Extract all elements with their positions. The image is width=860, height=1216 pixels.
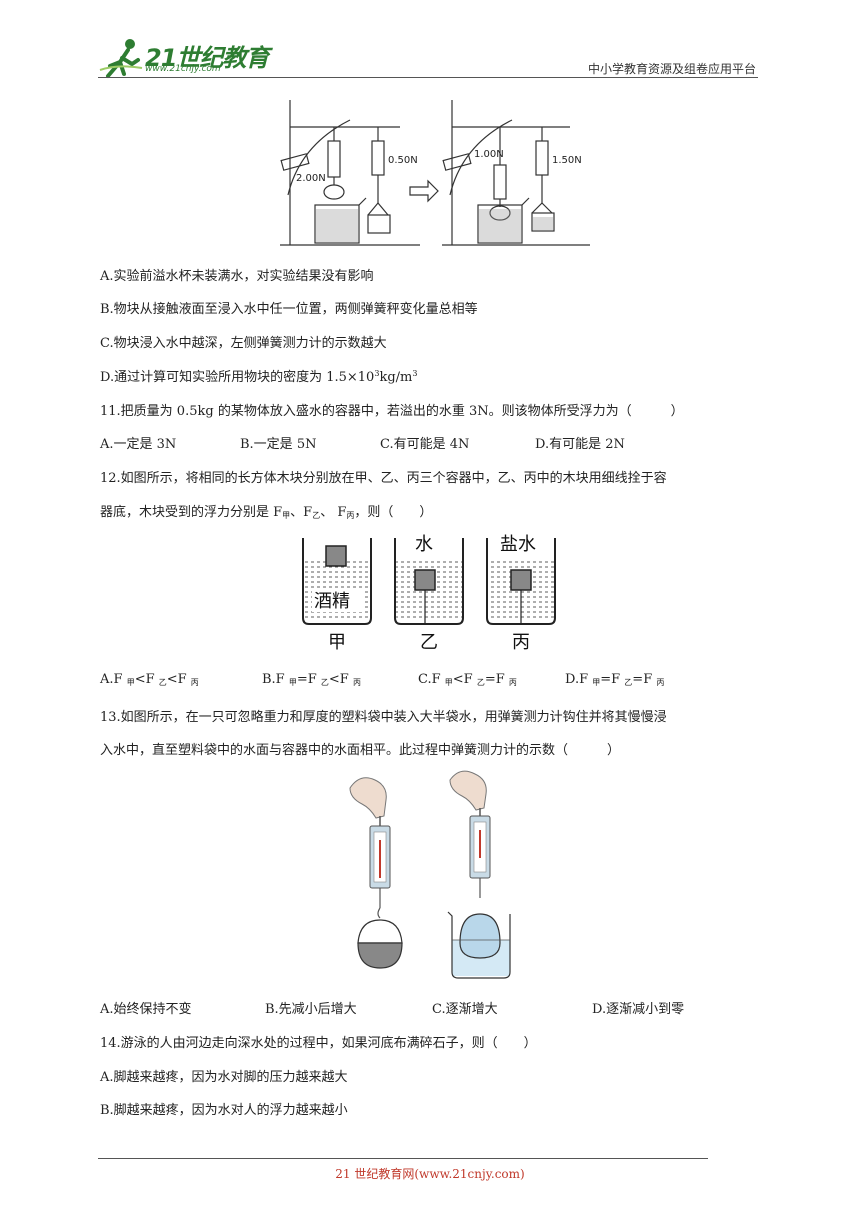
q10-option-b: B.物块从接触液面至浸入水中任一位置，两侧弹簧秤变化量总相等	[100, 302, 478, 317]
logo-url: www.21cnjy.com	[145, 64, 221, 74]
q10-spring-scale-figure: 2.00N 0.50N 1.00N 1.50N	[280, 100, 590, 246]
q11-option-d: D.有可能是 2N	[535, 437, 625, 452]
q14-option-b: B.脚越来越疼，因为水对人的浮力越来越小	[100, 1103, 348, 1118]
header-platform-name: 中小学教育资源及组卷应用平台	[587, 62, 756, 76]
q12-containers-figure: 酒精 甲 水 乙 盐水 丙	[302, 534, 556, 653]
runner-logo-icon	[99, 39, 143, 78]
q11-option-c: C.有可能是 4N	[380, 437, 470, 452]
q11-stem: 11.把质量为 0.5kg 的某物体放入盛水的容器中，若溢出的水重 3N。则该物…	[100, 404, 684, 419]
fig10-label-left-b: 0.50N	[388, 155, 418, 166]
q14-stem: 14.游泳的人由河边走向深水处的过程中，如果河底布满碎石子，则（ ）	[100, 1036, 537, 1051]
q14-option-a: A.脚越来越疼，因为水对脚的压力越来越大	[100, 1070, 348, 1085]
q10-option-c: C.物块浸入水中越深，左侧弹簧测力计的示数越大	[100, 336, 387, 351]
q12-stem-line1: 12.如图所示，将相同的长方体木块分别放在甲、乙、丙三个容器中，乙、丙中的木块用…	[100, 471, 667, 486]
q12-option-a: A.F 甲<F 乙<F 丙	[100, 672, 199, 687]
q12-sub-jia: 甲	[282, 511, 291, 520]
q10-d-exponent: 3	[374, 369, 380, 378]
fig12-label-bing: 丙	[512, 632, 530, 653]
logo-title: 21世纪教育	[145, 44, 269, 72]
footer-divider	[98, 1158, 708, 1159]
fig12-label-yanshui: 盐水	[500, 534, 536, 555]
q13-option-b: B.先减小后增大	[265, 1002, 357, 1017]
q13-option-a: A.始终保持不变	[100, 1002, 192, 1017]
fig12-label-jia: 甲	[328, 632, 346, 653]
fig12-label-shui: 水	[415, 534, 433, 555]
fig12-label-jiujing: 酒精	[314, 591, 350, 612]
fig10-label-right-b: 1.50N	[552, 155, 582, 166]
q12-sub-yi: 乙	[312, 511, 321, 520]
q10-option-a: A.实验前溢水杯未装满水，对实验结果没有影响	[100, 269, 374, 284]
q12-stem-end: ，则（ ）	[354, 505, 433, 520]
q12-sep2: 、 F	[320, 505, 347, 520]
q12-option-b: B.F 甲=F 乙<F 丙	[262, 672, 361, 687]
q13-stem-line1: 13.如图所示，在一只可忽略重力和厚度的塑料袋中装入大半袋水，用弹簧测力计钩住并…	[100, 710, 667, 725]
q10-d-unit: kg/m	[379, 370, 413, 385]
q10-d-unit-exponent: 3	[412, 369, 418, 378]
q12-sep1: 、F	[290, 505, 313, 520]
fig10-label-left-a: 2.00N	[296, 173, 326, 184]
q10-option-d: D.通过计算可知实验所用物块的密度为 1.5×103kg/m3	[100, 366, 417, 385]
footer-site-link[interactable]: 21 世纪教育网(www.21cnjy.com)	[335, 1167, 525, 1181]
q13-stem-line2: 入水中，直至塑料袋中的水面与容器中的水面相平。此过程中弹簧测力计的示数（ ）	[100, 743, 621, 758]
q11-option-b: B.一定是 5N	[240, 437, 317, 452]
q13-plastic-bag-figure	[349, 770, 511, 979]
q12-option-c: C.F 甲<F 乙=F 丙	[418, 672, 517, 687]
q12-stem-text: 器底，木块受到的浮力分别是 F	[100, 505, 283, 520]
header-divider	[98, 77, 758, 78]
fig12-label-yi: 乙	[420, 632, 438, 653]
q13-option-d: D.逐渐减小到零	[592, 1002, 685, 1017]
q12-option-d: D.F 甲=F 乙=F 丙	[565, 672, 665, 687]
q13-option-c: C.逐渐增大	[432, 1002, 498, 1017]
q12-sub-bing: 丙	[346, 511, 355, 520]
fig10-label-right-a: 1.00N	[474, 149, 504, 160]
q11-option-a: A.一定是 3N	[100, 437, 177, 452]
q10-d-text: D.通过计算可知实验所用物块的密度为 1.5×10	[100, 370, 375, 385]
q12-stem-line2: 器底，木块受到的浮力分别是 F甲、F乙、 F丙，则（ ）	[100, 501, 432, 521]
site-logo	[98, 36, 268, 80]
